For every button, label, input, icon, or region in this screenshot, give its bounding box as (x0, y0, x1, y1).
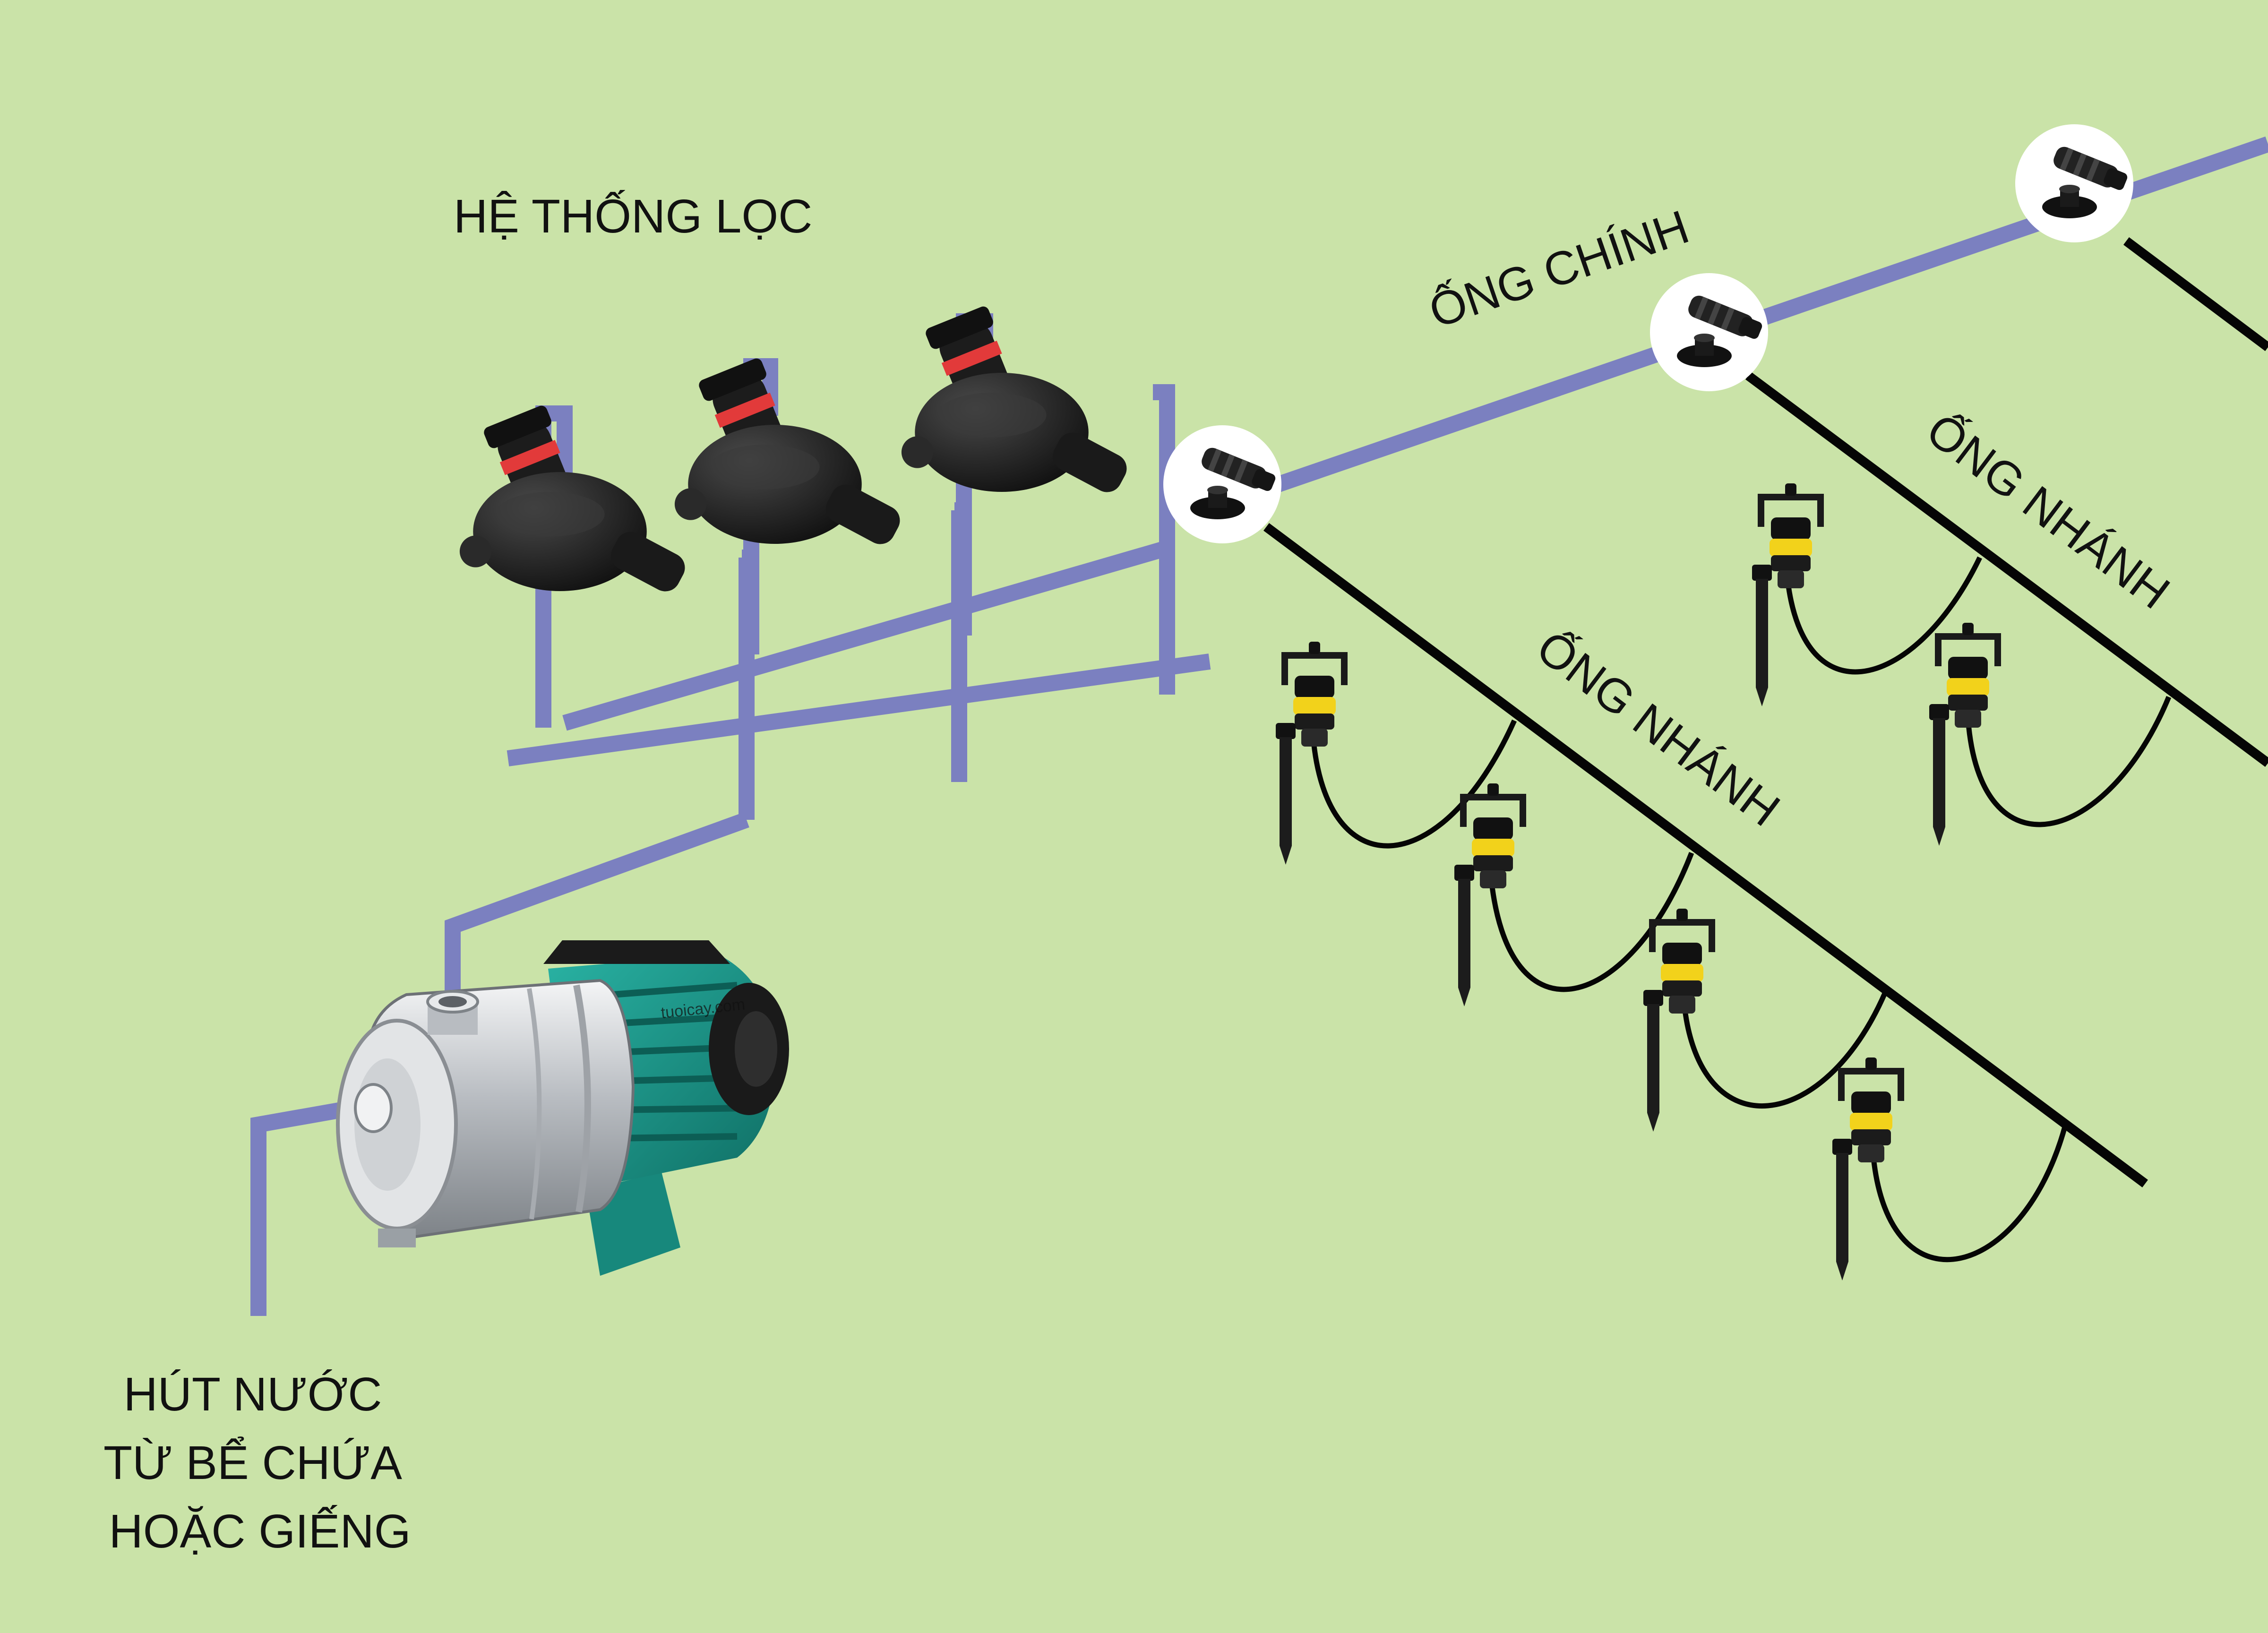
disc-filter-icon (459, 404, 690, 597)
filter-system-label: HỆ THỐNG LỌC (454, 190, 812, 243)
branch-pipe-1-line (1263, 523, 2148, 1188)
sprinkler-icon (1454, 783, 1526, 1006)
disc-filter-icon (674, 356, 905, 550)
suction-label-line-2: TỪ BỂ CHỨA (103, 1436, 402, 1489)
branch-pipe-label-1: ỐNG NHÁNH (1527, 620, 1789, 836)
sprinkler-icon (1643, 909, 1715, 1132)
branch-pipe-label-2: ỐNG NHÁNH (1917, 403, 2179, 619)
filter-manifold-lower (507, 653, 1211, 766)
branch-pipe-2-line (1745, 371, 2268, 767)
suction-label-line-3: HOẶC GIẾNG (109, 1505, 411, 1558)
discharge-pipe (445, 812, 749, 997)
branch-pipe-network (1263, 237, 2268, 1188)
filter-manifold-upper (562, 540, 1169, 731)
branch-pipe-3-line (2123, 237, 2268, 351)
sprinkler-icon (1276, 642, 1348, 865)
sprinkler-icon (1929, 623, 2001, 846)
sprinkler-feed-tubes (1310, 556, 2172, 1263)
suction-label-line-1: HÚT NƯỚC (123, 1368, 382, 1421)
sprinkler-icon (1832, 1057, 1904, 1281)
pipe-connector-icon (1650, 273, 1768, 391)
sprinkler-group (1276, 483, 2001, 1281)
disc-filter-icon (901, 304, 1132, 498)
pipe-connector-icon (2015, 124, 2133, 242)
water-pump-icon: tuoicay.com (336, 940, 789, 1276)
pipe-connector-icon (1163, 425, 1281, 543)
